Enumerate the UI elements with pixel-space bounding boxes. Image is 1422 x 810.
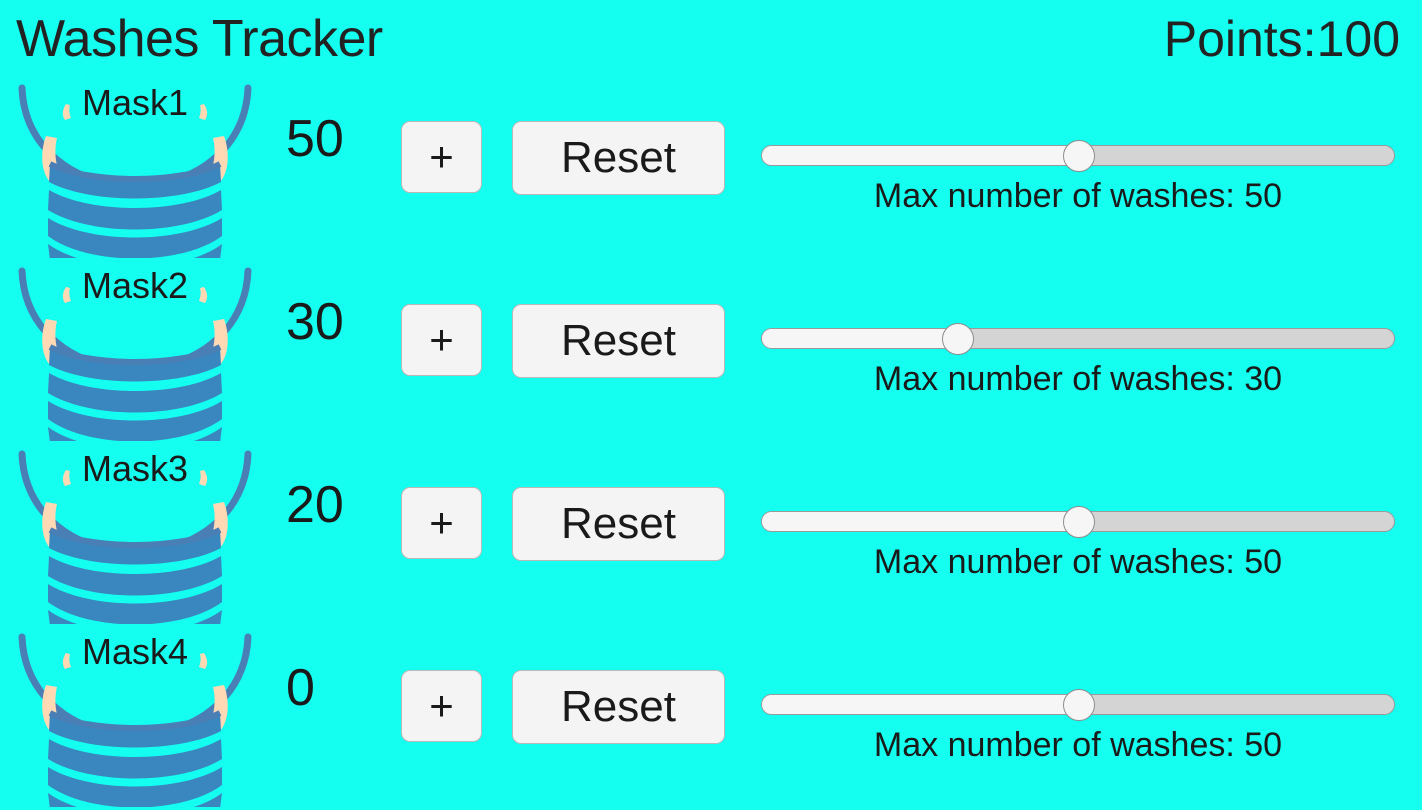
mask-icon[interactable]: Mask3	[10, 444, 260, 624]
max-washes-slider-group: Max number of washes: 50	[761, 627, 1397, 807]
max-washes-caption: Max number of washes: 30	[873, 360, 1283, 398]
slider-thumb[interactable]	[1063, 506, 1095, 538]
mask-rows-list: Mask1 50 + Reset Max number of washes: 5…	[0, 78, 1422, 810]
points-display: Points:100	[1163, 11, 1400, 67]
increment-button[interactable]: +	[401, 121, 482, 193]
slider-thumb[interactable]	[1063, 140, 1095, 172]
slider-filled-portion	[762, 512, 1078, 531]
reset-button[interactable]: Reset	[512, 487, 725, 561]
max-washes-slider-group: Max number of washes: 50	[761, 444, 1397, 624]
max-washes-caption: Max number of washes: 50	[873, 543, 1283, 581]
increment-button[interactable]: +	[401, 487, 482, 559]
wash-count: 20	[286, 476, 344, 534]
face-mask-icon	[18, 267, 252, 441]
face-mask-icon	[18, 84, 252, 258]
mask-row-4: Mask4 0 + Reset Max number of washes: 50	[0, 627, 1422, 810]
wash-count: 0	[286, 659, 315, 717]
page-title: Washes Tracker	[16, 10, 383, 68]
increment-button[interactable]: +	[401, 670, 482, 742]
mask-label: Mask2	[81, 265, 189, 306]
max-washes-slider-group: Max number of washes: 30	[761, 261, 1397, 441]
slider-filled-portion	[762, 146, 1078, 165]
max-washes-slider-track[interactable]	[761, 328, 1395, 349]
mask-label: Mask3	[81, 448, 189, 489]
mask-label: Mask4	[81, 631, 189, 672]
mask-row-1: Mask1 50 + Reset Max number of washes: 5…	[0, 78, 1422, 261]
face-mask-icon	[18, 450, 252, 624]
slider-thumb[interactable]	[942, 323, 975, 355]
wash-count: 50	[286, 110, 344, 168]
reset-button[interactable]: Reset	[512, 304, 725, 378]
max-washes-caption: Max number of washes: 50	[873, 726, 1283, 764]
wash-count: 30	[286, 293, 344, 351]
increment-button[interactable]: +	[401, 304, 482, 376]
reset-button[interactable]: Reset	[512, 121, 725, 195]
mask-label: Mask1	[81, 82, 189, 123]
mask-row-3: Mask3 20 + Reset Max number of washes: 5…	[0, 444, 1422, 627]
mask-row-2: Mask2 30 + Reset Max number of washes: 3…	[0, 261, 1422, 444]
mask-icon[interactable]: Mask2	[10, 261, 260, 441]
max-washes-slider-group: Max number of washes: 50	[761, 78, 1397, 258]
face-mask-icon	[18, 633, 252, 807]
reset-button[interactable]: Reset	[512, 670, 725, 744]
max-washes-caption: Max number of washes: 50	[873, 177, 1283, 215]
slider-filled-portion	[762, 695, 1078, 714]
mask-icon[interactable]: Mask1	[10, 78, 260, 258]
slider-thumb[interactable]	[1063, 689, 1095, 721]
slider-filled-portion	[762, 329, 958, 348]
app-header: Washes Tracker Points:100	[0, 0, 1422, 78]
mask-icon[interactable]: Mask4	[10, 627, 260, 807]
